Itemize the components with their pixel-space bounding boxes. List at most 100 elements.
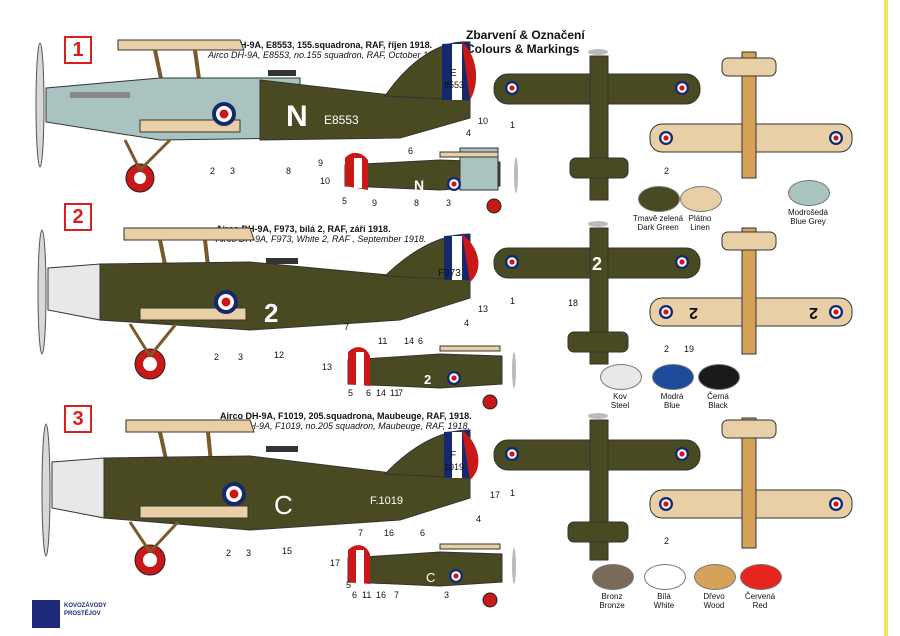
- scheme-3-fin-serial: 1019: [444, 462, 464, 472]
- callout: 3: [246, 548, 252, 558]
- callout: 11: [362, 590, 372, 600]
- heading-cs: Zbarvení & Označení: [466, 28, 585, 42]
- callout: 16: [376, 590, 387, 600]
- scheme-2-fuselage-letter: 2: [264, 298, 278, 328]
- callout: 8: [414, 198, 420, 208]
- scheme-3-side-view: C F.1019 F 1019: [41, 419, 479, 576]
- callout: 7: [398, 388, 404, 398]
- scheme-1-title-cs: Airco DH-9A, E8553, 155.squadrona, RAF, …: [208, 40, 433, 50]
- scheme-3-small-side-view: C: [347, 543, 516, 608]
- swatch-wood: [694, 564, 736, 590]
- scheme-2-side-view: 2 F973: [37, 227, 479, 380]
- callout: 2: [226, 548, 232, 558]
- scheme-2-small-side-view: 2: [347, 345, 516, 410]
- callout: 11: [390, 388, 400, 398]
- callout: 1: [510, 488, 516, 498]
- callout: 10: [478, 116, 489, 126]
- callout: 7: [394, 590, 400, 600]
- scheme-3-title-cs: Airco DH-9A, F1019, 205.squadrona, Maube…: [220, 411, 472, 421]
- scheme-3-fin-letter: F: [450, 450, 456, 461]
- callout: 6: [418, 336, 424, 346]
- scheme-2-underwing-number-right: 2: [809, 304, 818, 321]
- callout: 4: [464, 318, 470, 328]
- callout: 7: [344, 322, 350, 332]
- scheme-1-bottom-view: [649, 51, 853, 179]
- callout: 17: [330, 558, 341, 568]
- heading-en: Colours & Markings: [466, 42, 580, 56]
- callout: 14: [376, 388, 387, 398]
- callout: 6: [366, 388, 372, 398]
- scheme-1-caption: Airco DH-9A, E8553, 155.squadrona, RAF, …: [208, 40, 445, 60]
- scheme-1-title-en: Airco DH-9A, E8553, no.155 squadron, RAF…: [208, 50, 446, 60]
- callout: 7: [358, 528, 364, 538]
- scheme-2-title-en: Airco DH-9A, F973, White 2, RAF , Septem…: [216, 234, 427, 244]
- scheme-1-fin-letter: E: [450, 68, 457, 79]
- swatch-steel: [600, 364, 642, 390]
- callout: 18: [568, 298, 579, 308]
- scheme-2-bottom-view: 2 2: [649, 227, 853, 355]
- scheme-2-title-cs: Airco DH-9A, F973, bílá 2, RAF, září 191…: [216, 224, 391, 234]
- swatch-dark-green: [638, 186, 680, 212]
- callout: 11: [378, 336, 388, 346]
- scheme-2-badge: 2: [64, 203, 92, 231]
- callout: 2: [214, 352, 220, 362]
- callout: 2: [664, 344, 670, 354]
- callout: 2: [664, 166, 670, 176]
- scheme-1-side-view: N E8553 E 8553: [35, 39, 477, 193]
- callout: 13: [478, 304, 489, 314]
- logo-emblem: [32, 600, 60, 628]
- callout: 16: [384, 528, 395, 538]
- scheme-3-title-en: Airco DH-9A, F1019, no.205 squadron, Mau…: [220, 421, 470, 431]
- scheme-1-serial: E8553: [324, 113, 359, 127]
- callout: 12: [274, 350, 285, 360]
- callout: 1: [510, 296, 516, 306]
- swatch-bronze: [592, 564, 634, 590]
- callout: 17: [490, 490, 501, 500]
- callout: 6: [352, 590, 358, 600]
- callout: 4: [476, 514, 482, 524]
- callout: 1: [510, 120, 516, 130]
- callout: 8: [286, 166, 292, 176]
- scheme-1-small-side-view: N: [344, 147, 518, 214]
- scheme-2-small-letter: 2: [424, 372, 431, 387]
- callout: 9: [318, 158, 324, 168]
- scheme-3-bottom-view: [649, 417, 853, 549]
- colours-heading: Zbarvení & Označení Colours & Markings: [466, 28, 585, 56]
- callout: 15: [282, 546, 293, 556]
- callout: 3: [230, 166, 236, 176]
- scheme-2-fin-serial: F973: [438, 268, 461, 279]
- callout: 2: [210, 166, 216, 176]
- callout: 13: [322, 362, 333, 372]
- scheme-3-top-view: [493, 413, 701, 561]
- swatch-red: [740, 564, 782, 590]
- swatch-blue-grey: [788, 180, 830, 206]
- callout: 19: [684, 344, 695, 354]
- scheme-3-serial: F.1019: [370, 495, 403, 507]
- yellow-border: [884, 0, 888, 636]
- callout: 14: [404, 336, 415, 346]
- callout: 5: [346, 580, 352, 590]
- scheme-1-badge: 1: [64, 36, 92, 64]
- scheme-1-fuselage-letter: N: [286, 100, 308, 133]
- logo-text: KOVOZÁVODY PROSTĚJOV: [64, 603, 107, 617]
- swatch-white: [644, 564, 686, 590]
- callout: 10: [320, 176, 331, 186]
- scheme-2-top-view: 2: [493, 221, 701, 365]
- callout: 4: [466, 128, 472, 138]
- callout: 6: [408, 146, 414, 156]
- scheme-3-caption: Airco DH-9A, F1019, 205.squadrona, Maube…: [220, 411, 472, 431]
- scheme-3-fuselage-letter: C: [274, 490, 293, 520]
- callout: 3: [444, 590, 450, 600]
- callout: 3: [446, 198, 452, 208]
- callout: 5: [348, 388, 354, 398]
